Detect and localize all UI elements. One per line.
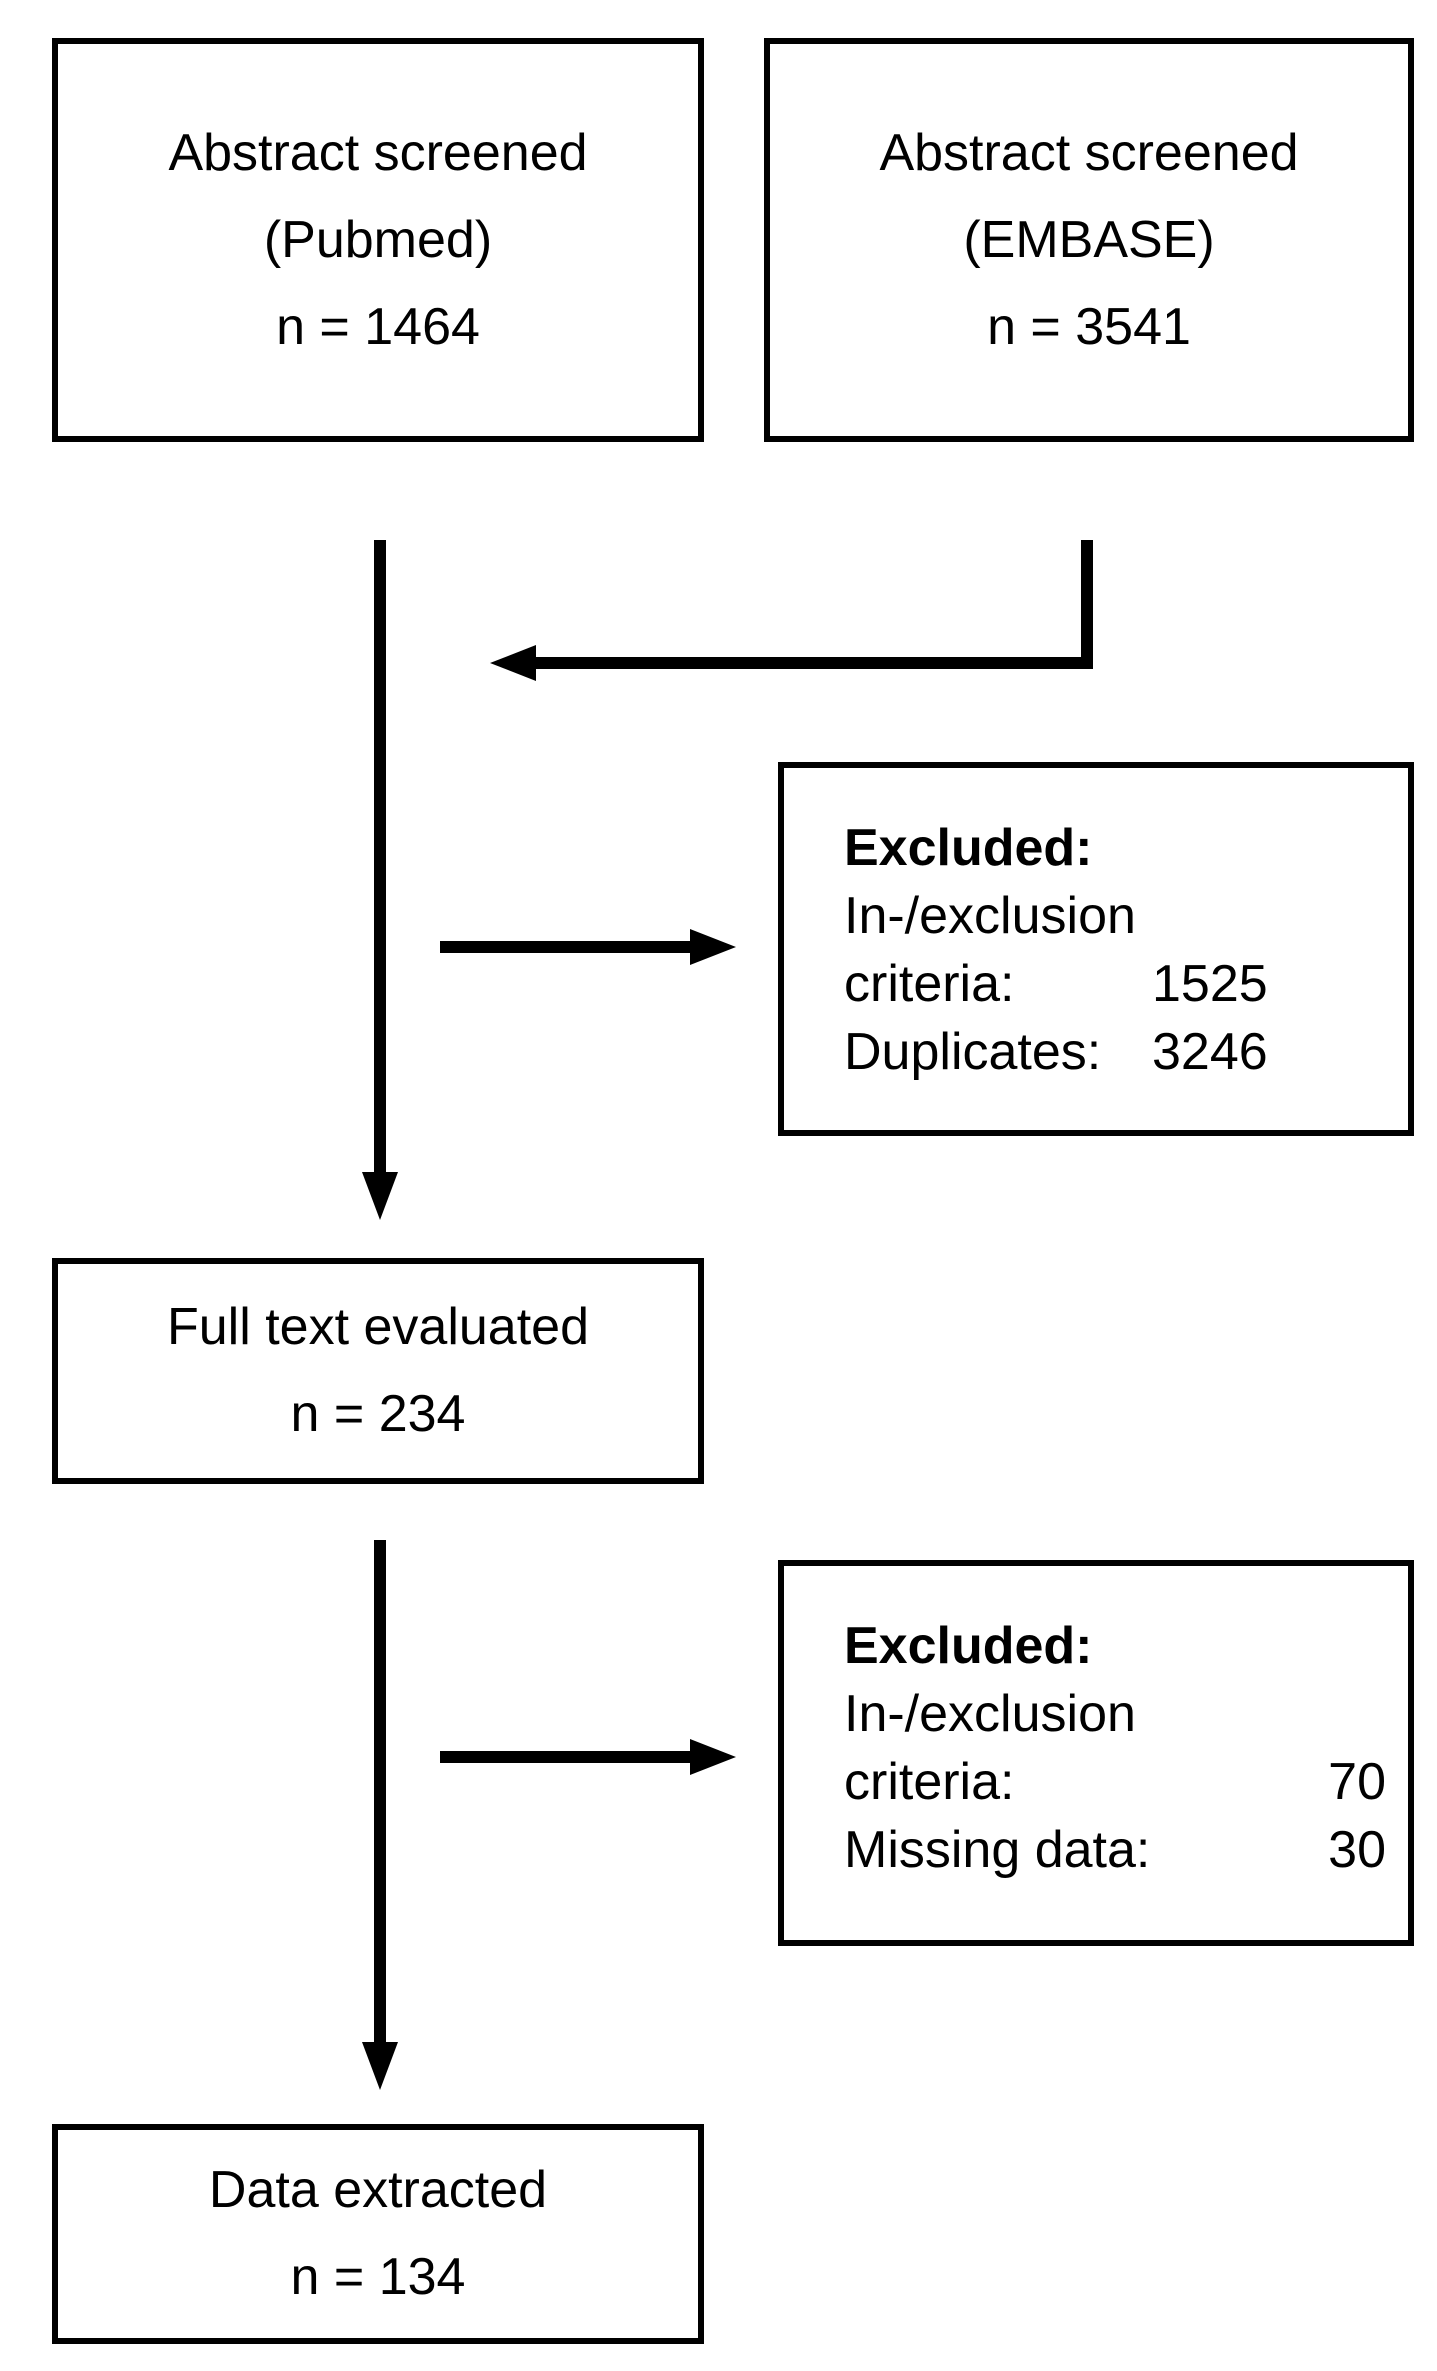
excluded-abstract-line1: In-/exclusion [844, 887, 1136, 945]
box-extracted: Data extracted n = 134 [52, 2124, 704, 2344]
box-pubmed: Abstract screened (Pubmed) n = 1464 [52, 38, 704, 442]
arrow-embase-merge [530, 540, 1093, 669]
arrow-fulltext-to-extracted-head [362, 2042, 398, 2090]
excluded-fulltext-line1: In-/exclusion [844, 1685, 1136, 1743]
extracted-title: Data extracted [208, 2161, 548, 2219]
arrow-embase-merge-head [490, 645, 536, 681]
fulltext-title: Full text evaluated [166, 1298, 590, 1356]
embase-source: (EMBASE) [963, 210, 1215, 269]
excluded-fulltext-missing-value: 30 [1328, 1821, 1386, 1879]
arrow-to-excluded-abstract-head [690, 929, 736, 965]
box-fulltext: Full text evaluated n = 234 [52, 1258, 704, 1484]
box-excluded-abstract: Excluded: In-/exclusion criteria: Duplic… [778, 762, 1414, 1136]
pubmed-source: (Pubmed) [263, 210, 493, 269]
box-embase: Abstract screened (EMBASE) n = 3541 [764, 38, 1414, 442]
excluded-abstract-criteria-value: 1525 [1152, 955, 1268, 1013]
box-excluded-fulltext: Excluded: In-/exclusion criteria: Missin… [778, 1560, 1414, 1946]
fulltext-count: n = 234 [290, 1385, 466, 1443]
excluded-fulltext-title: Excluded: [844, 1617, 1093, 1675]
arrow-abstract-to-fulltext-head [362, 1172, 398, 1220]
excluded-fulltext-missing-label: Missing data: [844, 1821, 1151, 1879]
pubmed-count: n = 1464 [276, 297, 480, 356]
excluded-abstract-title: Excluded: [844, 819, 1093, 877]
embase-title: Abstract screened [879, 123, 1299, 182]
arrow-to-excluded-fulltext-head [690, 1739, 736, 1775]
excluded-abstract-duplicates-label: Duplicates: [844, 1023, 1102, 1081]
embase-count: n = 3541 [987, 297, 1191, 356]
excluded-fulltext-criteria-label: criteria: [844, 1753, 1015, 1811]
pubmed-title: Abstract screened [168, 123, 588, 182]
excluded-abstract-duplicates-value: 3246 [1152, 1023, 1268, 1081]
excluded-abstract-criteria-label: criteria: [844, 955, 1015, 1013]
extracted-count: n = 134 [290, 2248, 466, 2306]
excluded-fulltext-criteria-value: 70 [1328, 1753, 1386, 1811]
